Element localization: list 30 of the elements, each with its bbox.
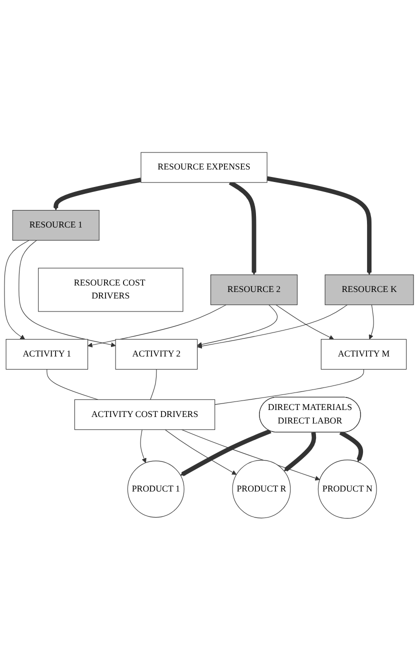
arrow	[181, 429, 320, 481]
arrow	[88, 304, 226, 348]
arrow	[339, 430, 364, 462]
arrow	[140, 429, 146, 464]
node-circle: PRODUCT 1	[127, 460, 184, 518]
node-circle: PRODUCT R	[232, 460, 291, 518]
node-box: RESOURCE 2	[210, 274, 298, 306]
connector	[46, 369, 98, 400]
node-box: ACTIVITY 2	[115, 339, 198, 370]
arrow	[164, 429, 237, 475]
node-box: RESOURCE 1	[12, 210, 100, 241]
arrow	[368, 304, 374, 340]
arrow	[18, 240, 116, 348]
connector	[150, 369, 157, 400]
node-box: ACTIVITY 1	[6, 339, 88, 370]
arrow	[266, 176, 372, 276]
connector	[214, 369, 364, 405]
node-box: ACTIVITY COST DRIVERS	[74, 399, 216, 430]
node-box: RESOURCE EXPENSES	[140, 152, 268, 183]
node-box: RESOURCE COST DRIVERS	[38, 268, 184, 312]
node-circle: PRODUCT N	[318, 460, 377, 519]
arrow	[4, 240, 30, 340]
node-box: RESOURCE K	[324, 274, 414, 306]
arrow	[53, 178, 142, 211]
node-box: ACTIVITY M	[320, 339, 407, 370]
arrow	[197, 304, 278, 347]
arrow	[180, 429, 272, 476]
arrow	[197, 304, 348, 349]
arrow	[228, 180, 256, 276]
arrow	[276, 304, 334, 340]
